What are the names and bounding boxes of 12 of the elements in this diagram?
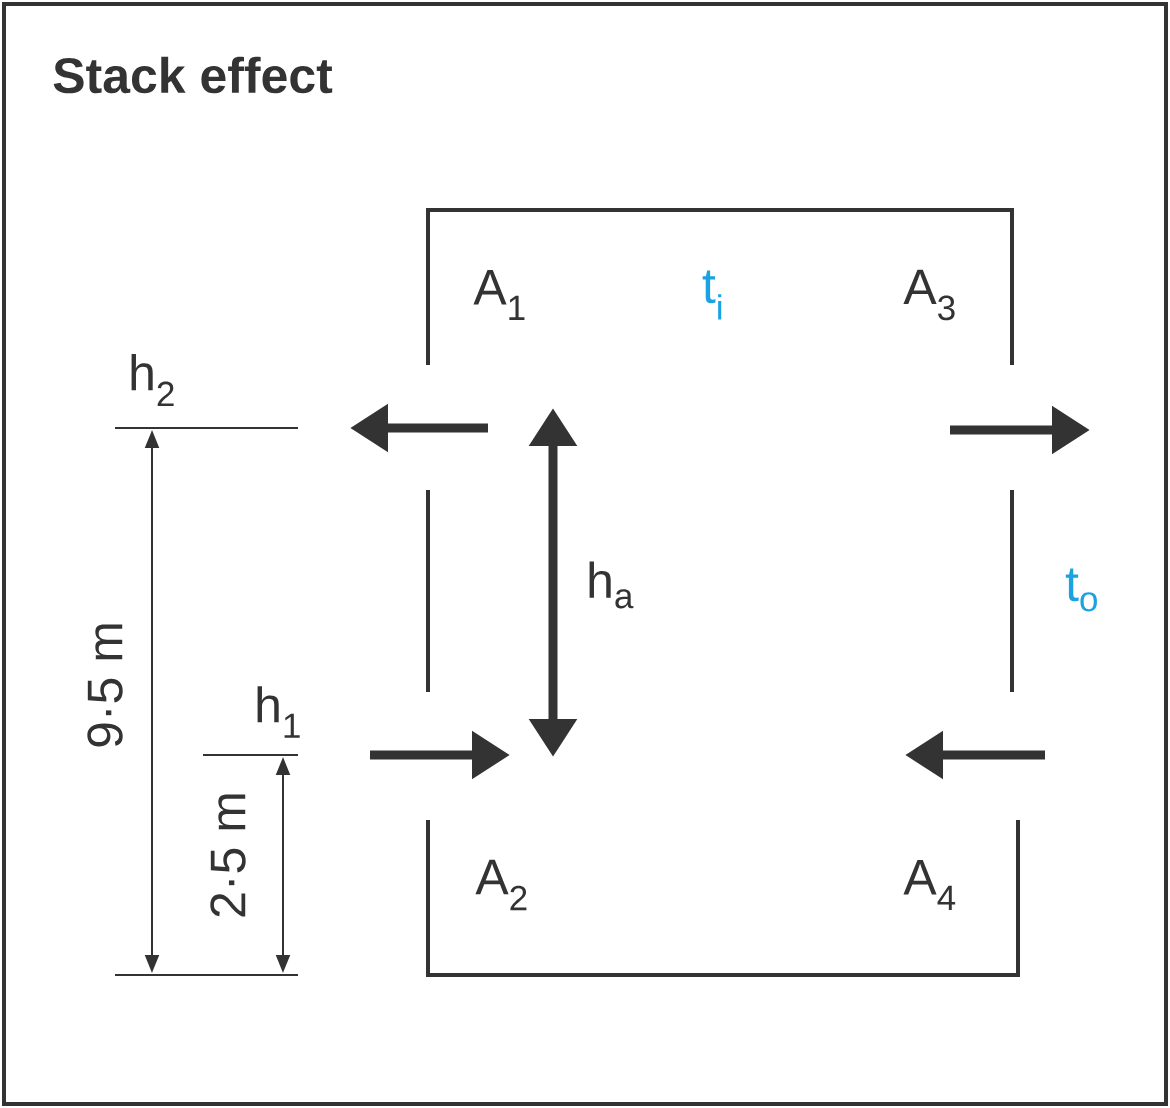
label: h$_{2}$ [131, 353, 174, 407]
label: h$_{a}$ [589, 561, 634, 609]
dimension-label: 2·5 m [210, 794, 246, 917]
label: h$_{1}$ [257, 686, 300, 738]
label: A$_{3}$ [903, 269, 955, 321]
title: Stack effect [53, 56, 333, 94]
dimension-label: 9·5 m [87, 624, 123, 747]
label: t$_{o}$ [1065, 568, 1097, 612]
label: A$_{2}$ [475, 859, 527, 911]
label: t$_{i}$ [702, 270, 722, 320]
label: A$_{4}$ [903, 860, 956, 910]
label: A$_{1}$ [473, 270, 525, 320]
